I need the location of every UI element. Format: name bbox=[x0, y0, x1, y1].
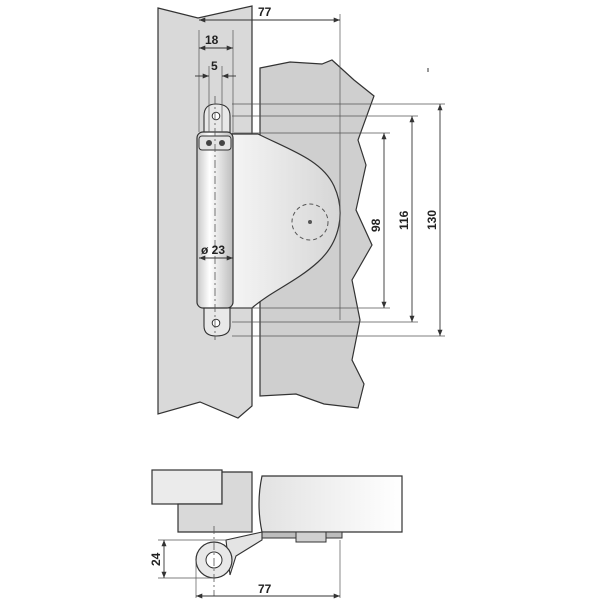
dim-top-width: 77 bbox=[258, 582, 272, 596]
collar-hole-left bbox=[206, 140, 212, 146]
dim-height-130: 130 bbox=[425, 210, 439, 230]
bottom-screw-hole bbox=[211, 318, 221, 328]
hinge-leaf bbox=[229, 133, 341, 309]
collar-hole-right bbox=[219, 140, 225, 146]
dim-height-98: 98 bbox=[369, 218, 383, 232]
leaf-bracket bbox=[295, 531, 327, 543]
dim-total-width: 77 bbox=[258, 5, 272, 19]
dim-barrel-diameter: ø 23 bbox=[201, 243, 225, 257]
dim-height-116: 116 bbox=[397, 210, 411, 230]
fixing-center-dot bbox=[308, 220, 312, 224]
frame-top-block bbox=[151, 469, 223, 505]
dim-depth: 24 bbox=[149, 552, 163, 566]
top-view: 24 77 bbox=[149, 469, 403, 599]
dim-inner-width: 5 bbox=[211, 59, 218, 73]
front-view: 77 18 5 ø 23 98 116 130 bbox=[157, 5, 445, 419]
dim-outer-width: 18 bbox=[205, 33, 219, 47]
hidden-fixing-circle bbox=[291, 203, 329, 241]
frame-top-step bbox=[177, 471, 253, 533]
door-top-section bbox=[258, 475, 403, 533]
top-screw-hole bbox=[211, 111, 221, 121]
